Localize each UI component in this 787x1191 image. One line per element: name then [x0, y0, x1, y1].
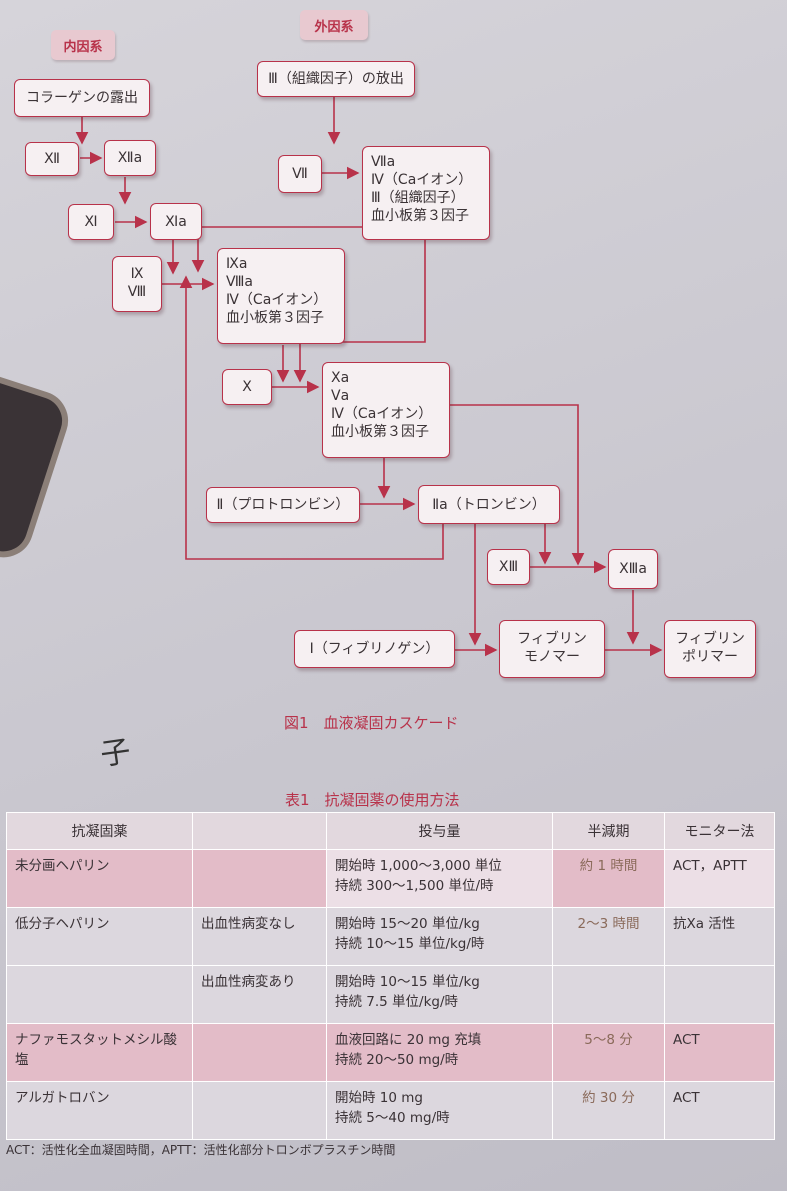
cell-halflife: 約 1 時間	[552, 849, 665, 908]
table-caption: 表1 抗凝固薬の使用方法	[285, 791, 460, 809]
dose-line: 持続 20〜50 mg/時	[335, 1052, 459, 1068]
cell-monitor: ACT，APTT	[664, 849, 775, 908]
cell-halflife: 5〜8 分	[552, 1023, 665, 1082]
node-fibrinogen: Ⅰ（フィブリノゲン）	[294, 630, 455, 668]
node-tissue-factor-release: Ⅲ（組織因子）の放出	[257, 61, 415, 97]
header-halflife: 半減期	[552, 812, 665, 850]
dose-line: 血液回路に 20 mg 充填	[335, 1032, 482, 1048]
node-factor-xii: Ⅻ	[25, 142, 79, 176]
cell-drug	[6, 965, 193, 1024]
cell-monitor: ACT	[664, 1023, 775, 1082]
figure-caption: 図1 血液凝固カスケード	[284, 714, 459, 732]
fibrin-polymer-line: ポリマー	[682, 649, 738, 665]
node-fibrin-polymer: フィブリン ポリマー	[664, 620, 756, 678]
table-footnote: ACT：活性化全血凝固時間，APTT：活性化部分トロンボプラスチン時間	[6, 1143, 396, 1157]
cell-drug: 低分子ヘパリン	[6, 907, 193, 966]
complex-ixa-line: Ⅳ（Caイオン）	[226, 292, 328, 308]
extrinsic-tag: 外因系	[300, 10, 368, 40]
cell-condition	[192, 849, 327, 908]
complex-viia-line: 血小板第３因子	[371, 208, 469, 224]
cell-condition	[192, 1081, 327, 1140]
cell-dose: 開始時 10〜15 単位/kg 持続 7.5 単位/kg/時	[326, 965, 553, 1024]
cell-halflife: 約 30 分	[552, 1081, 665, 1140]
complex-ixa-line: Ⅷa	[226, 274, 254, 290]
dose-line: 持続 300〜1,500 単位/時	[335, 878, 494, 894]
node-factor-x: Ⅹ	[222, 369, 272, 405]
cell-condition: 出血性病変あり	[192, 965, 327, 1024]
dose-line: 開始時 15〜20 単位/kg	[335, 916, 480, 932]
cell-dose: 開始時 10 mg 持続 5〜40 mg/時	[326, 1081, 553, 1140]
dose-line: 開始時 1,000〜3,000 単位	[335, 858, 502, 874]
cell-drug: ナファモスタットメシル酸塩	[6, 1023, 193, 1082]
dose-line: 開始時 10〜15 単位/kg	[335, 974, 480, 990]
fibrin-monomer-line: モノマー	[524, 649, 580, 665]
node-factor-xiia: Ⅻa	[104, 140, 156, 176]
cell-condition: 出血性病変なし	[192, 907, 327, 966]
node-complex-viia: Ⅶa Ⅳ（Caイオン） Ⅲ（組織因子） 血小板第３因子	[362, 146, 490, 240]
cascade-arrows	[75, 97, 663, 657]
anticoagulant-table: 抗凝固薬 投与量 半減期 モニター法 未分画ヘパリン 開始時 1,000〜3,0…	[6, 812, 775, 1140]
node-factor-vii: Ⅶ	[278, 155, 322, 193]
header-condition	[192, 812, 327, 850]
cell-dose: 血液回路に 20 mg 充填 持続 20〜50 mg/時	[326, 1023, 553, 1082]
node-fibrin-monomer: フィブリン モノマー	[499, 620, 605, 678]
complex-viia-line: Ⅲ（組織因子）	[371, 190, 465, 206]
dose-line: 開始時 10 mg	[335, 1090, 423, 1106]
cell-monitor	[664, 965, 775, 1024]
dose-line: 持続 5〜40 mg/時	[335, 1110, 450, 1126]
table-row: 未分画ヘパリン 開始時 1,000〜3,000 単位 持続 300〜1,500 …	[6, 849, 775, 908]
complex-xa-line: Ⅹa	[331, 370, 350, 386]
handwritten-mark: 子	[98, 734, 133, 773]
dose-line: 持続 7.5 単位/kg/時	[335, 994, 459, 1010]
table-row: ナファモスタットメシル酸塩 血液回路に 20 mg 充填 持続 20〜50 mg…	[6, 1023, 775, 1082]
header-dose: 投与量	[326, 812, 553, 850]
complex-xa-line: Ⅴa	[331, 388, 350, 404]
table-row: 出血性病変あり 開始時 10〜15 単位/kg 持続 7.5 単位/kg/時	[6, 965, 775, 1024]
node-factor-xi: Ⅺ	[68, 204, 114, 240]
table-row: アルガトロバン 開始時 10 mg 持続 5〜40 mg/時 約 30 分 AC…	[6, 1081, 775, 1140]
cell-dose: 開始時 15〜20 単位/kg 持続 10〜15 単位/kg/時	[326, 907, 553, 966]
node-complex-ixa: Ⅸa Ⅷa Ⅳ（Caイオン） 血小板第３因子	[217, 248, 345, 344]
header-monitor: モニター法	[664, 812, 775, 850]
node-thrombin: Ⅱa（トロンビン）	[418, 485, 560, 524]
header-drug: 抗凝固薬	[6, 812, 193, 850]
cell-halflife	[552, 965, 665, 1024]
cell-halflife: 2〜3 時間	[552, 907, 665, 966]
complex-xa-line: 血小板第３因子	[331, 424, 429, 440]
cell-dose: 開始時 1,000〜3,000 単位 持続 300〜1,500 単位/時	[326, 849, 553, 908]
cell-condition	[192, 1023, 327, 1082]
node-factor-ix-viii: Ⅸ Ⅷ	[112, 256, 162, 312]
complex-viia-line: Ⅳ（Caイオン）	[371, 172, 473, 188]
intrinsic-tag: 内因系	[51, 30, 115, 60]
complex-xa-line: Ⅳ（Caイオン）	[331, 406, 433, 422]
table-header-row: 抗凝固薬 投与量 半減期 モニター法	[6, 812, 775, 850]
node-factor-xiiia: ⅩⅢa	[608, 549, 658, 589]
fibrin-polymer-line: フィブリン	[675, 631, 745, 647]
complex-viia-line: Ⅶa	[371, 154, 396, 170]
node-factor-xia: Ⅺa	[150, 203, 202, 240]
complex-ixa-line: 血小板第３因子	[226, 310, 324, 326]
dose-line: 持続 10〜15 単位/kg/時	[335, 936, 485, 952]
node-collagen-exposure: コラーゲンの露出	[14, 79, 150, 117]
node-factor-viii-label: Ⅷ	[127, 284, 147, 300]
cell-drug: アルガトロバン	[6, 1081, 193, 1140]
node-prothrombin: Ⅱ（プロトロンビン）	[206, 487, 360, 523]
cell-drug: 未分画ヘパリン	[6, 849, 193, 908]
node-factor-ix-label: Ⅸ	[130, 266, 144, 282]
cell-monitor: 抗Ⅹa 活性	[664, 907, 775, 966]
cell-monitor: ACT	[664, 1081, 775, 1140]
node-factor-xiii: ⅩⅢ	[487, 549, 530, 585]
fibrin-monomer-line: フィブリン	[517, 631, 587, 647]
complex-ixa-line: Ⅸa	[226, 256, 248, 272]
table-row: 低分子ヘパリン 出血性病変なし 開始時 15〜20 単位/kg 持続 10〜15…	[6, 907, 775, 966]
node-complex-xa: Ⅹa Ⅴa Ⅳ（Caイオン） 血小板第３因子	[322, 362, 450, 458]
